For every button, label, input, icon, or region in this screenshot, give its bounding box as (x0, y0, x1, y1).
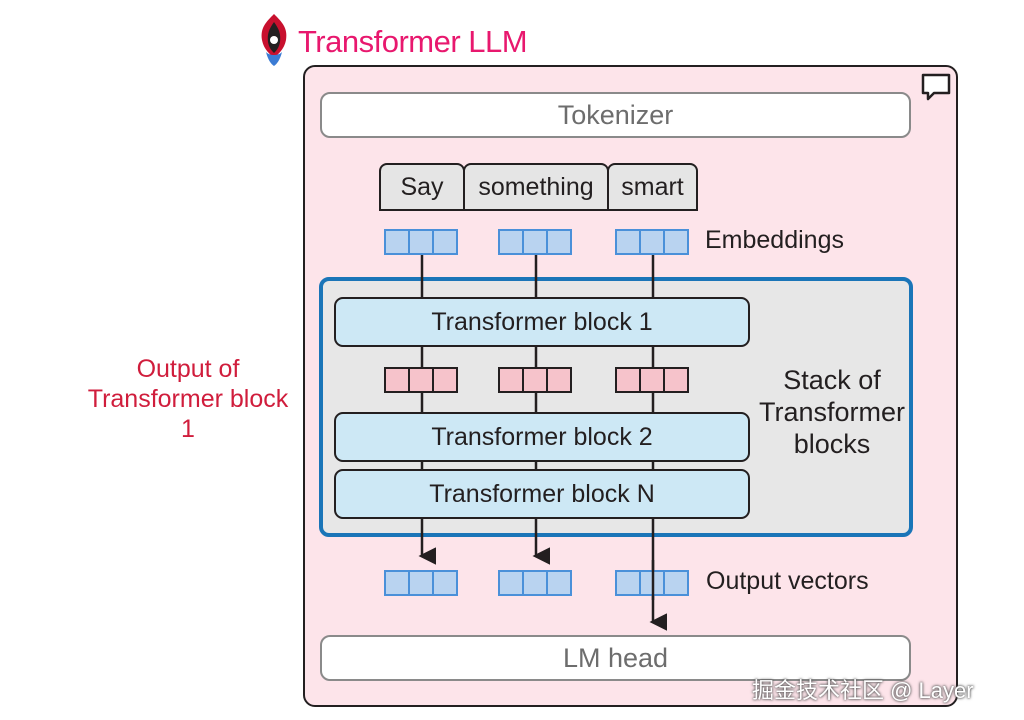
vector-cell (663, 570, 689, 596)
transformer-block-2: Transformer block 2 (334, 412, 750, 462)
token-something: something (463, 163, 609, 211)
vector-cell (663, 229, 689, 255)
tokenizer-box: Tokenizer (320, 92, 911, 138)
comment-icon[interactable] (920, 72, 952, 102)
intermediate-vectors (384, 367, 689, 393)
vector-cell (498, 367, 524, 393)
lm-head-box: LM head (320, 635, 911, 681)
side-label-line: Transformer block 1 (87, 385, 289, 443)
vector-cell (546, 229, 572, 255)
vector-cell (498, 570, 524, 596)
flame-logo-icon (261, 14, 287, 66)
token-smart: smart (607, 163, 698, 211)
watermark: 掘金技术社区 @ Layer (752, 678, 974, 703)
vector-cell (663, 367, 689, 393)
vector-cell (384, 570, 410, 596)
vector-cell (384, 229, 410, 255)
page-title: Transformer LLM (298, 24, 528, 59)
vector-cell (432, 367, 458, 393)
vector-cell (615, 367, 641, 393)
vector-cell (408, 229, 434, 255)
vector-cell (546, 367, 572, 393)
stack-label: Stack of Transformer blocks (752, 364, 912, 460)
token-say: Say (379, 163, 465, 211)
vector-cell (432, 229, 458, 255)
output-of-block1-label: Output of Transformer block 1 (80, 354, 296, 444)
vector-cell (432, 570, 458, 596)
stack-label-line: Stack of (783, 365, 881, 395)
vector-cell (408, 570, 434, 596)
vector-cell (522, 229, 548, 255)
vector-cell (384, 367, 410, 393)
side-label-line: Output of (136, 355, 240, 383)
vector-cell (522, 367, 548, 393)
vector-cell (639, 367, 665, 393)
stack-label-line: Transformer (758, 397, 906, 427)
vector-cell (408, 367, 434, 393)
vector-cell (615, 229, 641, 255)
output-vectors (384, 570, 689, 596)
vector-cell (546, 570, 572, 596)
transformer-block-n: Transformer block N (334, 469, 750, 519)
vector-cell (522, 570, 548, 596)
stack-label-line: blocks (793, 429, 871, 459)
output-vectors-label: Output vectors (706, 567, 869, 595)
vector-cell (498, 229, 524, 255)
vector-cell (615, 570, 641, 596)
embedding-vectors (384, 229, 689, 255)
transformer-block-1: Transformer block 1 (334, 297, 750, 347)
vector-cell (639, 229, 665, 255)
embeddings-label: Embeddings (705, 226, 844, 254)
